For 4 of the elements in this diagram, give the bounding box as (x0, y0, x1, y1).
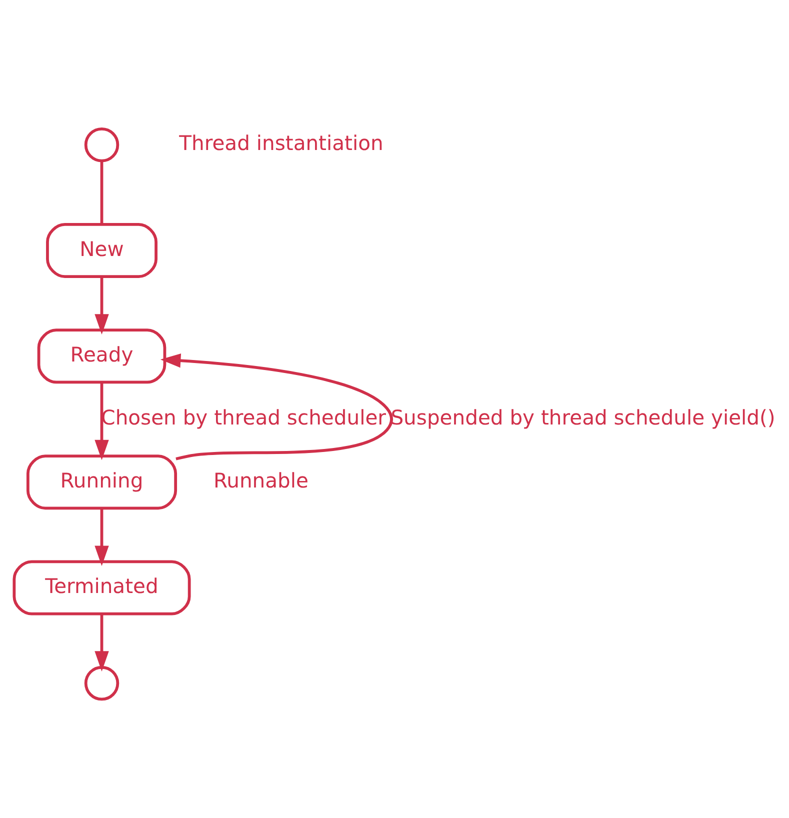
node-label: Thread instantiation (179, 131, 384, 156)
label: Runnable (213, 468, 308, 492)
edge-label: Chosen by thread scheduler (101, 405, 386, 430)
edge-label: Suspended by thread schedule yield() (390, 405, 776, 430)
